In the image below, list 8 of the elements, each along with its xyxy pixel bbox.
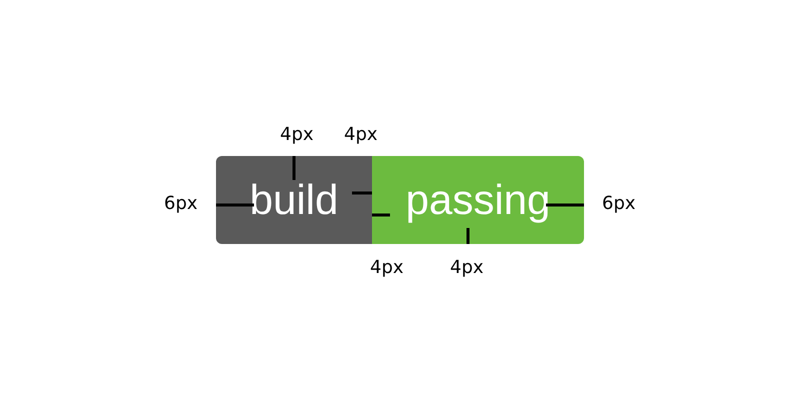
dimension-label: 6px [164,195,198,213]
badge-label: passing [406,179,550,221]
badge-label: build [250,179,338,221]
dimension-label: 4px [370,259,404,277]
dimension-label: 6px [602,195,636,213]
badge-segment [372,156,584,244]
badge-segment [216,156,372,244]
dimension-label: 4px [344,126,378,144]
